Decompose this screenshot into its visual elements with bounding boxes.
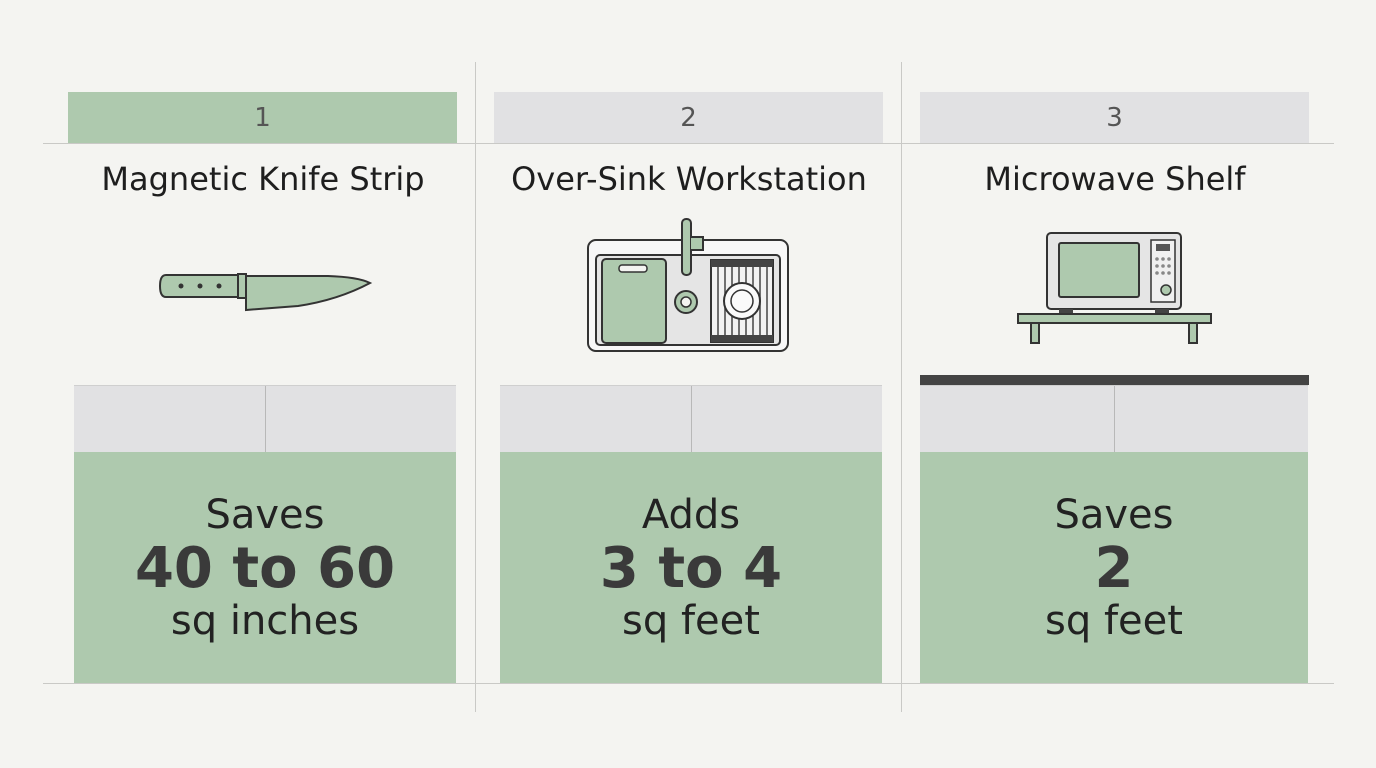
countertop-edge [920, 375, 1309, 385]
cabinet-2 [500, 385, 882, 452]
sink-icon [587, 218, 789, 352]
stat-panel-2: Adds 3 to 4 sq feet [500, 452, 882, 683]
stat-verb-1: Saves [205, 492, 325, 538]
stat-amount-1: 40 to 60 [134, 536, 396, 601]
stat-unit-1: sq inches [170, 598, 360, 644]
stat-panel-3: Saves 2 sq feet [920, 452, 1308, 683]
item-column-1: 1 Magnetic Knife Strip Saves 40 to 60 sq… [68, 0, 458, 768]
bottom-divider [43, 683, 1334, 684]
item-number-1: 1 [68, 92, 457, 143]
stat-amount-3: 2 [1094, 536, 1134, 601]
top-divider [43, 143, 1334, 144]
knife-icon [158, 273, 373, 312]
cabinet-1 [74, 385, 456, 452]
stat-unit-2: sq feet [622, 598, 760, 644]
item-title-2: Over-Sink Workstation [511, 160, 867, 198]
microwave-shelf-icon [1017, 232, 1212, 344]
item-number-2: 2 [494, 92, 883, 143]
stat-amount-2: 3 to 4 [599, 536, 783, 601]
item-column-3: 3 Microwave Shelf Saves 2 sq feet [920, 0, 1310, 768]
item-number-3: 3 [920, 92, 1309, 143]
cabinet-3 [920, 385, 1308, 452]
column-divider-1 [475, 62, 476, 712]
item-column-2: 2 Over-Sink Workstation Adds 3 to 4 sq f… [494, 0, 884, 768]
stat-verb-2: Adds [641, 492, 741, 538]
item-title-1: Magnetic Knife Strip [101, 160, 425, 198]
item-title-3: Microwave Shelf [984, 160, 1246, 198]
column-divider-2 [901, 62, 902, 712]
stat-panel-1: Saves 40 to 60 sq inches [74, 452, 456, 683]
stat-verb-3: Saves [1054, 492, 1174, 538]
stat-unit-3: sq feet [1045, 598, 1183, 644]
